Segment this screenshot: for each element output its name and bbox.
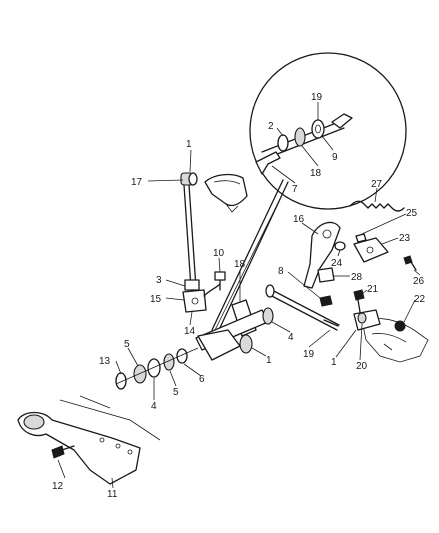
callout-28: 28 (351, 272, 363, 283)
callout-26: 26 (413, 276, 425, 287)
bolt-10 (214, 271, 226, 281)
callout-5: 5 (124, 339, 130, 350)
nut-25 (355, 233, 367, 243)
detail-cable-end (331, 113, 353, 129)
callout-20: 20 (356, 361, 368, 372)
callout-4: 4 (151, 401, 157, 412)
clip-28 (317, 267, 335, 283)
callout-21: 21 (367, 284, 379, 295)
lever-16 (303, 221, 341, 289)
detail-nut-hole (315, 124, 321, 134)
washer-13 (115, 372, 127, 390)
bushing-4 (147, 358, 161, 378)
callout-18: 18 (234, 259, 246, 270)
callout-19: 19 (311, 92, 323, 103)
bolt-26 (403, 255, 413, 265)
detail-nut (311, 119, 325, 139)
pedal-pad (23, 414, 45, 430)
callout-19: 19 (303, 349, 315, 360)
rod-clamp (182, 289, 207, 313)
bracket-23 (353, 237, 389, 263)
callout-12: 12 (52, 481, 64, 492)
detail-circle-outline (249, 52, 407, 210)
washer-6 (176, 348, 188, 364)
callout-9: 9 (332, 152, 338, 163)
callout-1: 1 (266, 355, 272, 366)
washer-5b (163, 353, 175, 371)
callout-8: 8 (278, 266, 284, 277)
callout-3: 3 (156, 275, 162, 286)
detail-clip (255, 151, 281, 175)
callout-18: 18 (310, 168, 322, 179)
pedal-arm (17, 411, 141, 485)
callout-23: 23 (399, 233, 411, 244)
leader-lines (57, 149, 421, 489)
bolt-21 (353, 289, 365, 301)
callout-11: 11 (107, 489, 118, 500)
callout-7: 7 (292, 184, 298, 195)
callout-27: 27 (371, 179, 383, 190)
callout-1: 1 (331, 357, 337, 368)
nut-22 (394, 320, 406, 332)
callout-16: 16 (293, 214, 305, 225)
callout-labels: 1 17 10 3 15 14 18 4 1 13 5 4 5 6 12 11 … (52, 92, 426, 500)
link-rod (267, 293, 338, 331)
callout-5: 5 (173, 387, 179, 398)
callout-14: 14 (184, 326, 196, 337)
vertical-rod (183, 184, 192, 289)
callout-10: 10 (213, 248, 225, 259)
diagonal-rod (211, 179, 284, 331)
callout-13: 13 (99, 356, 111, 367)
bushing-lower (239, 334, 253, 354)
rod-adjuster (184, 279, 200, 291)
callout-25: 25 (406, 208, 418, 219)
callout-17: 17 (131, 177, 143, 188)
callout-4: 4 (288, 332, 294, 343)
bushing-right (262, 307, 274, 325)
callout-1: 1 (186, 139, 192, 150)
detail-washer (277, 134, 289, 152)
callout-2: 2 (268, 121, 274, 132)
callout-15: 15 (150, 294, 162, 305)
bolt-12 (51, 445, 65, 459)
callout-24: 24 (331, 258, 343, 269)
upper-bracket (204, 173, 248, 207)
detail-bushing (294, 127, 306, 147)
bumper-8 (319, 295, 333, 307)
callout-6: 6 (199, 374, 205, 385)
callout-22: 22 (414, 294, 426, 305)
spring-27 (349, 200, 405, 212)
washer-5a (133, 364, 147, 384)
washer-24 (334, 241, 346, 251)
